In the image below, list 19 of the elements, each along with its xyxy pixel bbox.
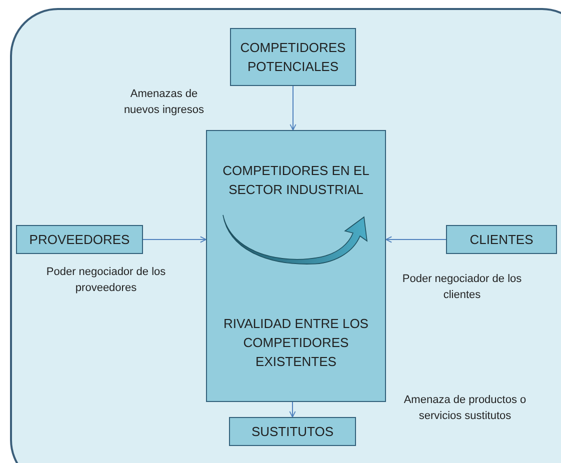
- annotation-text: Amenazas de nuevos ingresos: [122, 87, 206, 118]
- node-text: COMPETIDORES EN EL SECTOR INDUSTRIAL: [222, 162, 370, 199]
- node-text: PROVEEDORES: [29, 231, 130, 249]
- process-box: [446, 225, 557, 254]
- annotation-text: Poder negociador de los proveedores: [45, 265, 167, 296]
- annotation-text: Amenaza de productos o servicios sustitutos: [402, 393, 528, 424]
- annotation-text: Poder negociador de los clientes: [401, 272, 523, 303]
- arrow: [386, 236, 446, 243]
- node-text: CLIENTES: [470, 231, 534, 249]
- arrow: [290, 86, 296, 130]
- central-box: [206, 130, 386, 402]
- node-text: SUSTITUTOS: [251, 423, 334, 441]
- node-text: RIVALIDAD ENTRE LOS COMPETIDORES EXISTENTES: [222, 315, 370, 371]
- arrow: [142, 236, 206, 243]
- process-box: [229, 417, 356, 446]
- process-box: [16, 225, 143, 254]
- process-box: [230, 28, 356, 86]
- arrow: [289, 402, 296, 418]
- node-text: COMPETIDORES POTENCIALES: [239, 39, 347, 76]
